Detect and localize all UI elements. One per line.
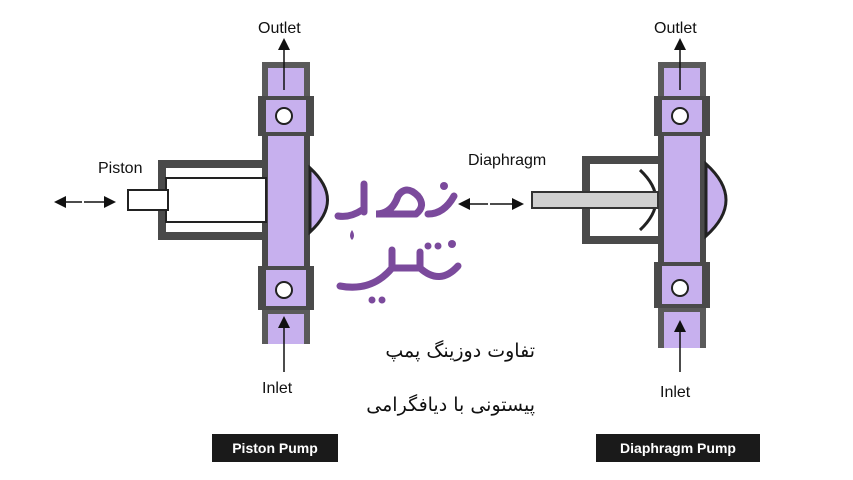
persian-title-line1: تفاوت دوزینگ پمپ: [385, 340, 535, 362]
diaphragm-pump-drawing: [458, 38, 728, 372]
inlet-check-ball: [275, 281, 293, 299]
outlet-check-ball: [671, 107, 689, 125]
inlet-check-ball: [671, 279, 689, 297]
left-inlet-label: Inlet: [262, 380, 293, 397]
diaphragm-label: Diaphragm: [468, 152, 547, 169]
outlet-check-ball: [275, 107, 293, 125]
piston-label: Piston: [98, 160, 143, 177]
right-outlet-label: Outlet: [654, 20, 697, 37]
farab-tajhiz-logo: [334, 180, 462, 304]
right-inlet-label: Inlet: [660, 384, 691, 401]
left-outlet-label: Outlet: [258, 20, 301, 37]
piston-pump-drawing: [54, 38, 329, 372]
piston-pump-caption: Piston Pump: [212, 434, 338, 462]
diaphragm-pump-caption: Diaphragm Pump: [596, 434, 760, 462]
persian-title-line2: پیستونی با دیافگرامی: [366, 394, 535, 416]
